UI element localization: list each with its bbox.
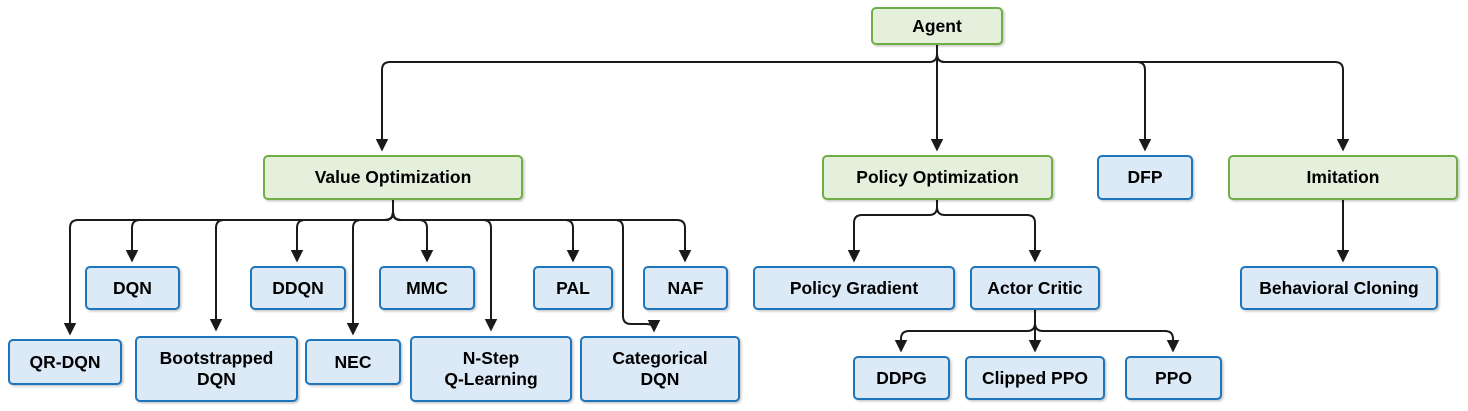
connector-vo-naf (392, 211, 692, 263)
connector-agent-dfp (936, 53, 1152, 152)
node-clipped-ppo: Clipped PPO (965, 356, 1105, 400)
connector-agent-imitation (936, 53, 1350, 152)
node-value-optimization-label: Value Optimization (314, 167, 472, 187)
connector-agent-value-optimization (375, 45, 938, 152)
node-mmc-label: MMC (406, 277, 448, 298)
connector-vo-nec (346, 211, 394, 336)
node-nec-label: NEC (334, 351, 372, 372)
node-ddpg: DDPG (853, 356, 950, 400)
node-dfp-label: DFP (1127, 167, 1163, 187)
node-ppo-label: PPO (1155, 367, 1192, 388)
node-dqn-label: DQN (113, 277, 152, 298)
node-naf-label: NAF (667, 277, 704, 298)
node-imitation: Imitation (1228, 155, 1458, 200)
node-actor-critic: Actor Critic (970, 266, 1100, 310)
connector-vo-mmc (392, 200, 434, 263)
node-dfp: DFP (1097, 155, 1193, 200)
node-nec: NEC (305, 339, 401, 385)
connector-po-actor-critic (936, 200, 1042, 263)
node-mmc: MMC (379, 266, 475, 310)
node-policy-optimization: Policy Optimization (822, 155, 1053, 200)
node-naf: NAF (643, 266, 728, 310)
node-ppo: PPO (1125, 356, 1222, 400)
node-policy-gradient-label: Policy Gradient (789, 277, 919, 298)
node-pal: PAL (533, 266, 613, 310)
node-n-step-q-learning-label: N-Step Q-Learning (444, 348, 538, 389)
node-bootstrapped-dqn: Bootstrapped DQN (135, 336, 298, 402)
node-categorical-dqn: Categorical DQN (580, 336, 740, 402)
node-n-step-q-learning: N-Step Q-Learning (410, 336, 572, 402)
node-bootstrapped-dqn-label: Bootstrapped DQN (159, 348, 274, 389)
node-qr-dqn-label: QR-DQN (29, 351, 101, 372)
node-ddqn-label: DDQN (272, 277, 324, 298)
node-qr-dqn: QR-DQN (8, 339, 122, 385)
node-categorical-dqn-label: Categorical DQN (612, 348, 708, 389)
node-pal-label: PAL (556, 277, 590, 298)
node-agent: Agent (871, 7, 1003, 45)
node-ddpg-label: DDPG (876, 367, 927, 388)
node-ddqn: DDQN (250, 266, 346, 310)
node-policy-gradient: Policy Gradient (753, 266, 955, 310)
node-behavioral-cloning: Behavioral Cloning (1240, 266, 1438, 310)
node-agent-label: Agent (912, 15, 962, 36)
node-behavioral-cloning-label: Behavioral Cloning (1259, 277, 1419, 298)
node-policy-optimization-label: Policy Optimization (856, 167, 1019, 187)
connector-ac-ddpg (894, 310, 1036, 353)
node-clipped-ppo-label: Clipped PPO (982, 367, 1088, 388)
connector-ac-ppo (1034, 322, 1180, 353)
node-dqn: DQN (85, 266, 180, 310)
node-actor-critic-label: Actor Critic (987, 277, 1083, 298)
connector-po-policy-gradient (847, 200, 938, 263)
node-imitation-label: Imitation (1306, 167, 1380, 187)
node-value-optimization: Value Optimization (263, 155, 523, 200)
